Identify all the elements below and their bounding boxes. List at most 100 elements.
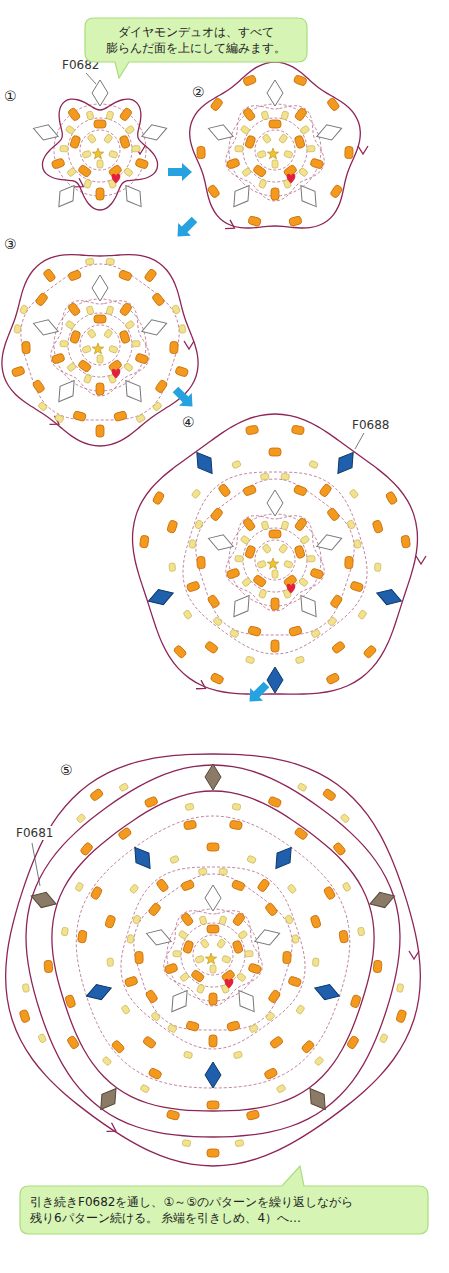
seed-bead [106,306,114,315]
orange-bead [294,135,305,149]
orange-bead [135,353,149,364]
bubble-outline [20,1166,428,1234]
diamond-bead [52,376,80,406]
thread-path [26,765,400,1137]
seed-bead [219,916,227,925]
orange-bead [96,425,104,437]
seed-bead [307,556,315,562]
seed-bead [327,617,337,627]
orange-bead [268,796,282,808]
part-number: F0681 [14,826,55,840]
orange-bead [148,1067,162,1079]
orange-bead [135,951,143,963]
orange-bead [186,1021,200,1032]
seed-bead [232,803,241,810]
thread-path [243,528,307,592]
seed-bead [379,1033,388,1043]
seed-bead [242,577,252,587]
step-number: ④ [180,414,197,430]
orange-bead [155,379,168,393]
orange-bead [11,366,25,377]
seed-bead [178,930,188,939]
orange-bead [166,1110,180,1121]
orange-bead [114,411,128,422]
seed-bead [109,150,118,158]
orange-bead [289,216,303,227]
seed-bead [54,414,64,423]
thread-path [6,754,421,1166]
thread-path [164,911,262,1006]
seed-bead [125,125,135,134]
seed-bead [123,167,133,177]
orange-bead [350,994,361,1008]
orange-bead [246,1110,260,1121]
orange-bead [218,483,232,497]
diamond-bead [227,181,255,211]
seed-bead [179,324,186,333]
seed-bead [61,927,68,936]
seed-bead [180,972,190,982]
orange-bead [226,568,240,579]
orange-bead [191,969,205,983]
orange-bead [51,158,65,169]
step-arrow [171,213,201,243]
diamond-bead [312,980,342,1003]
orange-bead [144,268,158,282]
orange-bead [210,507,224,521]
orange-bead [363,645,377,659]
orange-bead [231,880,245,892]
orange-bead [156,878,170,892]
orange-bead [152,491,165,505]
seed-bead [14,324,21,333]
seed-bead [287,884,297,894]
seed-bead [247,855,257,864]
seed-bead [232,460,242,469]
seed-bead [103,134,113,144]
orange-bead [226,158,240,169]
orange-bead [245,135,256,149]
diamond-bead [267,80,283,106]
seed-bead [284,150,293,158]
seed-bead [199,916,207,925]
seed-bead [257,560,266,568]
step-arrow [168,163,192,181]
orange-bead [180,912,194,926]
orange-bead [207,594,220,608]
end-heart [287,584,296,594]
end-heart [112,369,121,379]
seed-bead [152,402,162,412]
thread-arrow [409,951,419,959]
orange-bead [173,645,187,659]
diamond-bead [269,843,297,873]
thread-path [255,130,295,170]
orange-bead [301,1040,315,1054]
orange-bead [245,545,256,559]
thread-path [54,299,146,391]
orange-bead [269,1036,283,1050]
diamond-bead [232,986,260,1016]
seed-bead [358,610,367,620]
orange-bead [319,483,333,497]
seed-bead [298,167,308,177]
seed-bead [183,1051,192,1059]
seed-bead [298,577,308,587]
seed-bead [86,306,94,315]
seed-bead [261,521,269,530]
bead-pattern [133,414,426,694]
diamond-bead [331,448,359,478]
seed-bead [260,473,269,480]
seed-bead [65,320,75,329]
seed-bead [296,1005,305,1015]
seed-bead [109,345,118,353]
orange-bead [183,940,194,954]
thread-arrow [196,680,208,693]
orange-bead [243,75,257,87]
orange-bead [323,886,336,900]
seed-bead [281,111,289,120]
seed-bead [213,617,223,627]
seed-bead [272,160,278,168]
seed-bead [194,520,203,530]
orange-bead [70,135,81,149]
seed-bead [257,150,266,158]
